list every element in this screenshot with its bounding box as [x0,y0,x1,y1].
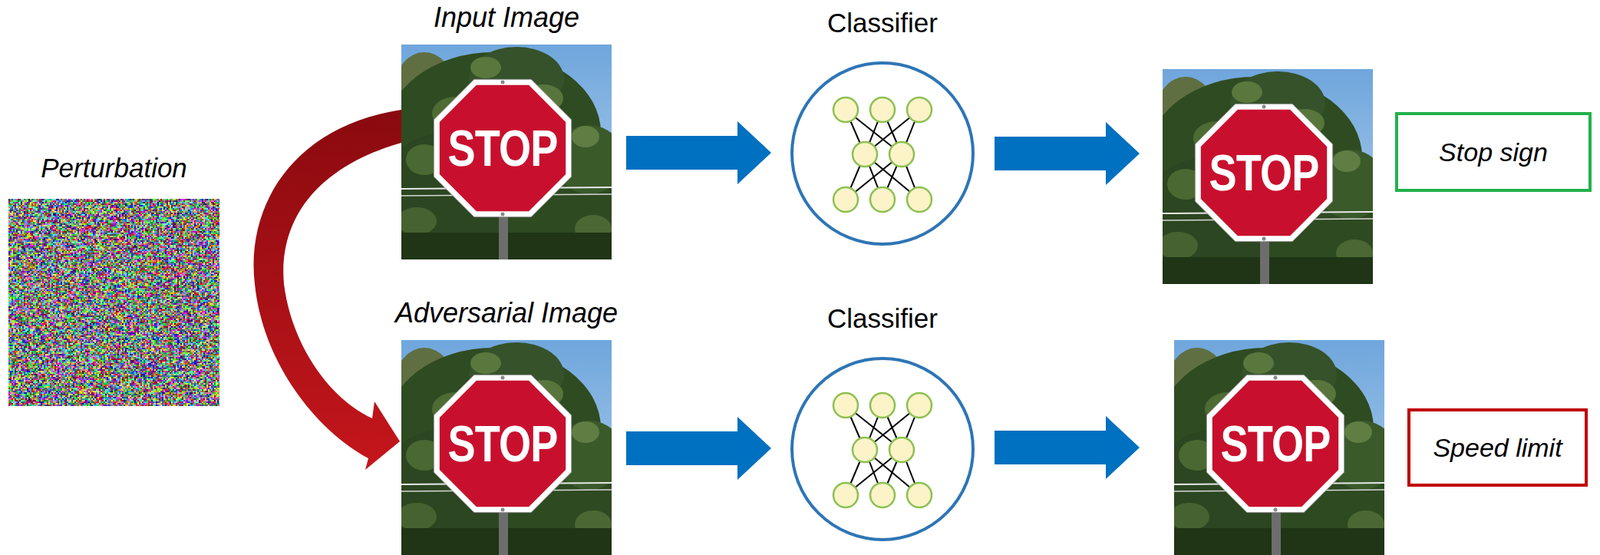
heading-label: Input Image [433,1,580,34]
result-box: Stop sign [1395,112,1592,192]
result-box: Speed limit [1407,408,1588,487]
classifier-node: Classifier [790,356,975,542]
output-arrow [994,122,1140,185]
heading-label: Classifier [827,7,938,39]
heading-group: Perturbation [40,152,188,184]
network-neuron [870,392,895,418]
photo-use [401,339,612,555]
classifier-outline [791,358,974,540]
output-photo [1135,69,1397,296]
noise-image [8,198,220,406]
network-neuron [870,97,895,123]
heading-label: Perturbation [40,152,188,184]
network-neuron [889,437,914,462]
output-arrow [994,415,1140,479]
classifier-node: Classifier [790,61,975,246]
network-neuron [870,482,895,508]
heading-label: Adversarial Image [395,296,618,330]
network-neuron [907,392,932,418]
network-neuron [907,97,932,123]
perturbation-arrow [254,109,402,470]
photo-use [401,44,612,260]
sign-text: STOP [447,418,558,469]
heading-group: Classifier [827,7,938,39]
network-neuron [833,187,858,212]
classifier-outline [791,62,974,245]
sign-text: STOP [1220,418,1330,469]
network-neuron [907,187,932,212]
flow-arrow [626,121,772,185]
result-label: Speed limit [1432,432,1562,463]
heading-group: Classifier [827,303,938,334]
network-neuron [889,141,914,167]
classifier-circle [790,61,975,246]
heading-group: Adversarial Image [395,296,618,330]
network-neuron [852,437,878,462]
network-neuron [833,482,858,508]
classifier-circle [790,356,975,542]
network-neuron [852,141,878,167]
image-node: Perturbation [8,198,220,406]
sign-text: STOP [1208,147,1319,198]
sign-text: STOP [447,122,558,174]
flow-arrow [626,416,772,480]
network-neuron [833,392,858,418]
network-neuron [907,482,932,508]
output-photo [1147,339,1409,555]
heading-label: Classifier [827,303,938,334]
network-neuron [870,187,895,212]
heading-group: Input Image [433,1,580,34]
result-label: Stop sign [1438,137,1548,168]
network-neuron [833,97,858,123]
